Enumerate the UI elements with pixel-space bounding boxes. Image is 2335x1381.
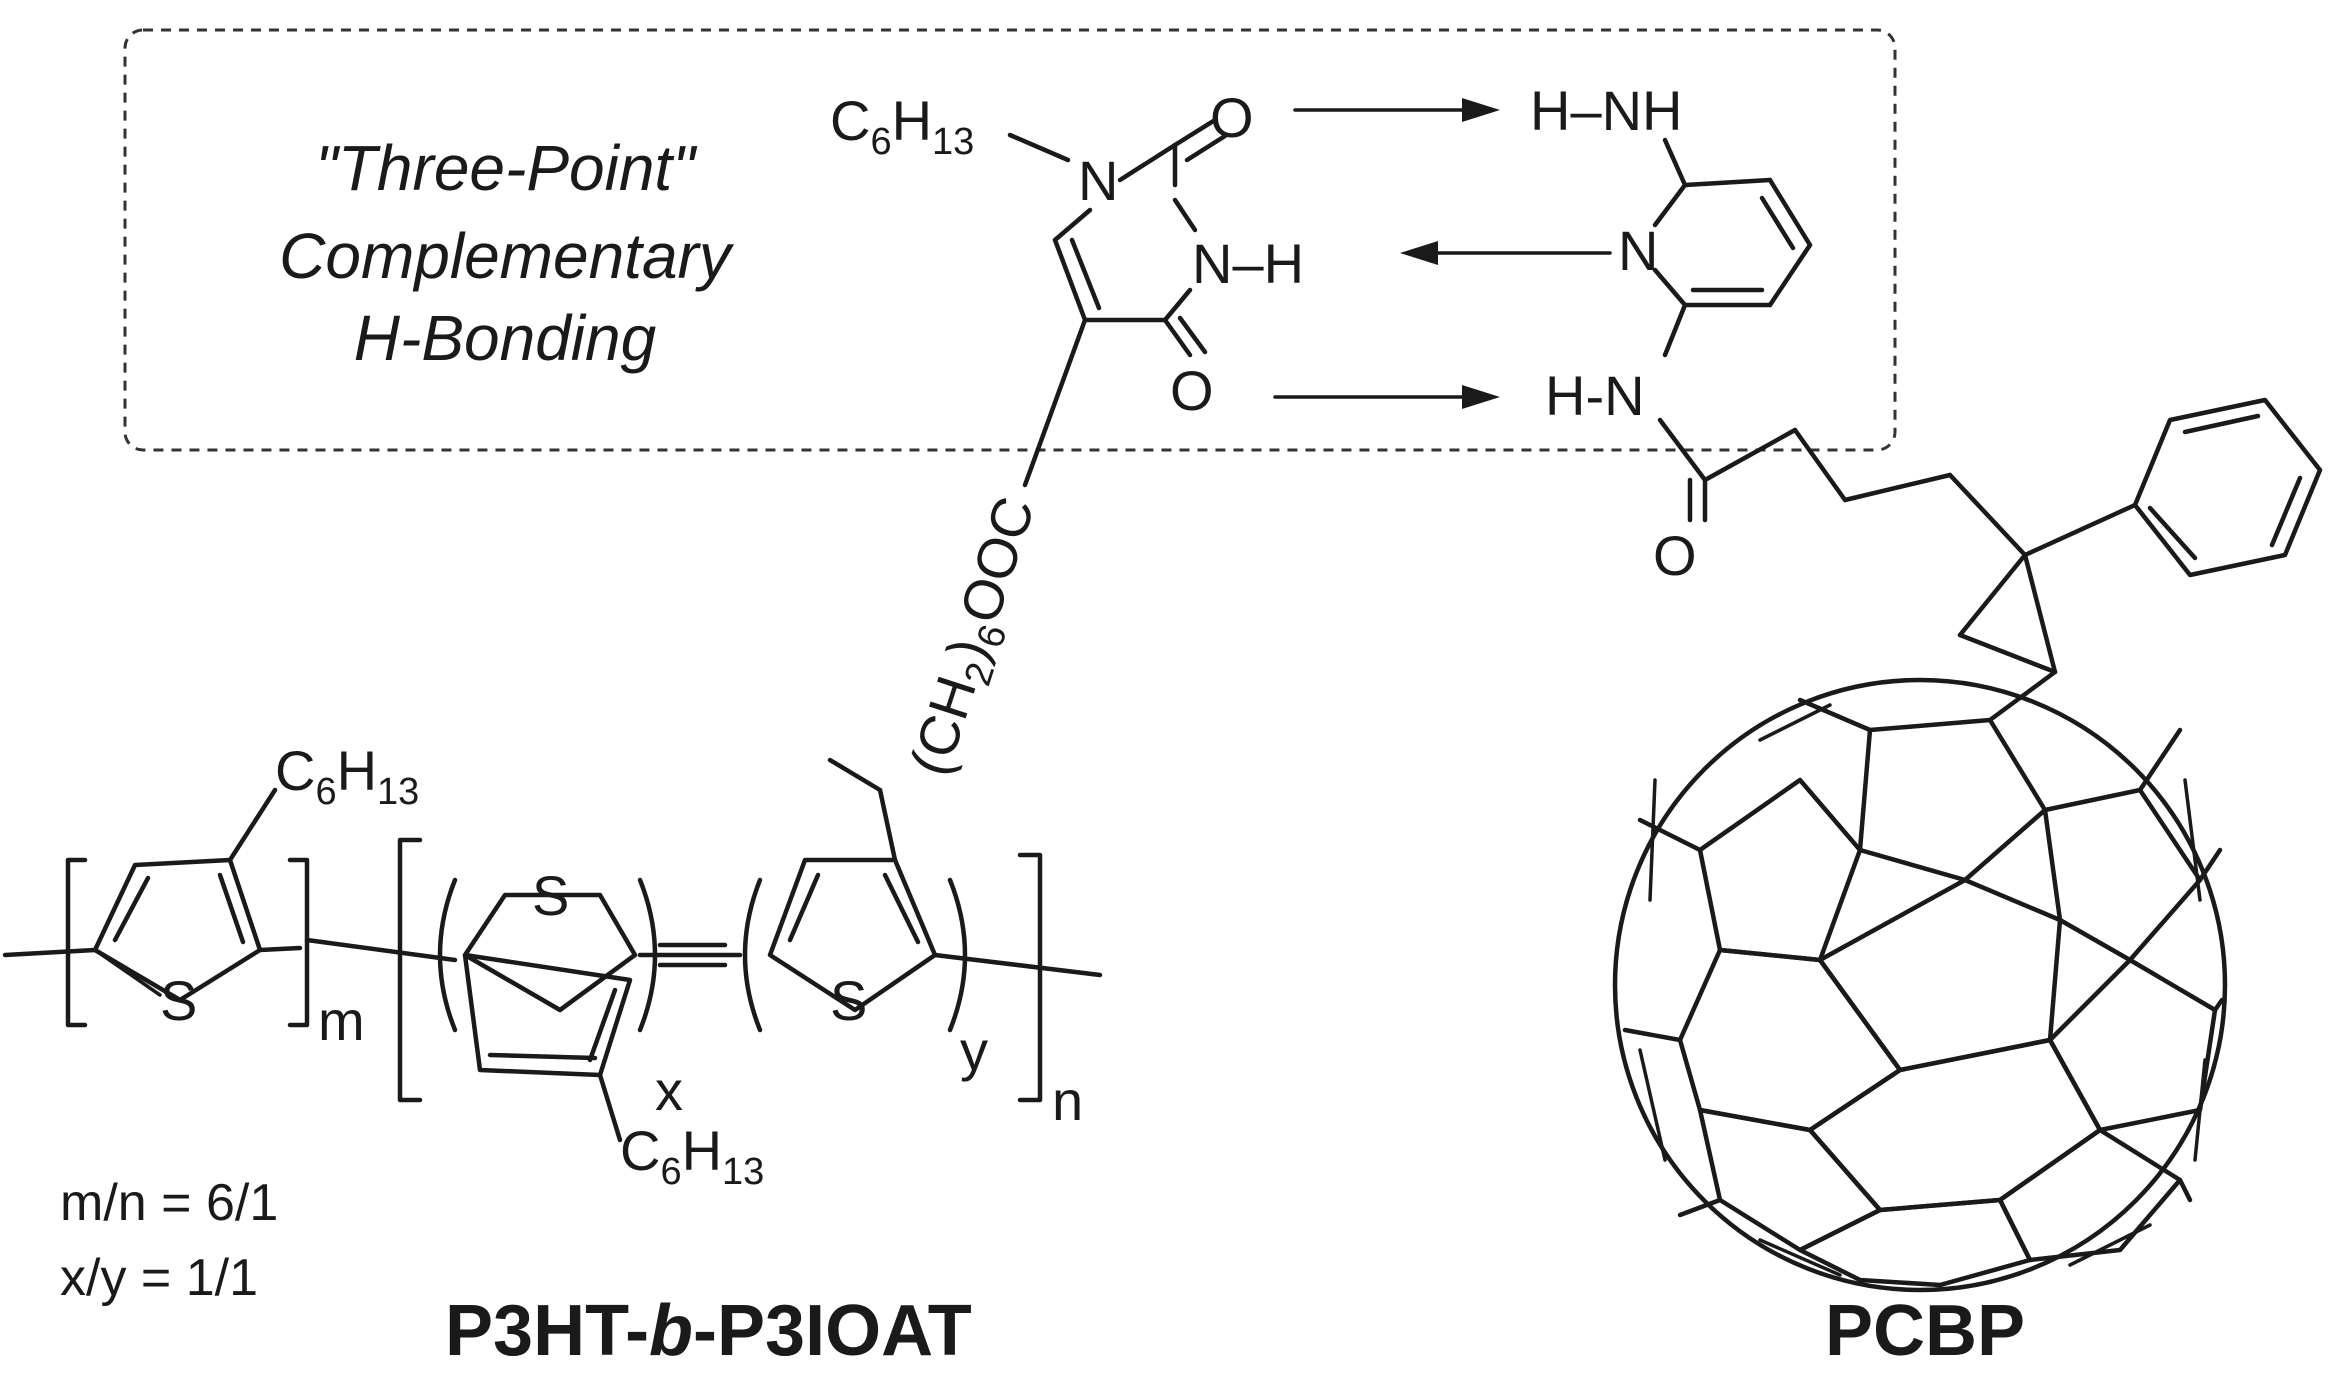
uracil-linker-label: (CH2)6OOC bbox=[897, 489, 1054, 785]
uracil-nh-label: N–H bbox=[1192, 232, 1304, 295]
uracil-o4-label: O bbox=[1170, 359, 1214, 422]
polymer-name-label: P3HT-b-P3IOAT bbox=[445, 1291, 972, 1371]
caption-line-3: H-Bonding bbox=[354, 302, 657, 374]
hexyl-top-label: C6H13 bbox=[275, 739, 419, 813]
subscript-y: y bbox=[960, 1019, 988, 1082]
fullerene-cage bbox=[1612, 669, 2228, 1293]
hbond-arrows bbox=[1273, 98, 1612, 409]
caption-line-1: "Three-Point" bbox=[315, 132, 698, 204]
pcbp-molecule: PCBP bbox=[1612, 397, 2323, 1371]
hbonding-caption: "Three-Point" Complementary H-Bonding bbox=[279, 132, 735, 374]
pcbp-name-label: PCBP bbox=[1825, 1291, 2025, 1371]
subscript-m: m bbox=[318, 989, 365, 1052]
polymer-structure: S C6H13 m S C6H13 x S bbox=[2, 739, 1103, 1371]
thiophene-3-s: S bbox=[830, 969, 867, 1032]
ratio-m-n: m/n = 6/1 bbox=[60, 1174, 278, 1232]
pyridine-hn-label: H-N bbox=[1545, 364, 1645, 427]
pyridine-unit: H–NH N H-N O bbox=[1530, 79, 2028, 587]
thiophene-1-s: S bbox=[160, 969, 197, 1032]
uracil-n1-label: N bbox=[1078, 149, 1118, 212]
hbonding-dashed-box bbox=[123, 28, 1897, 452]
uracil-o2-label: O bbox=[1210, 86, 1254, 149]
pyridine-hnh-label: H–NH bbox=[1530, 79, 1682, 142]
thiophene-2-s: S bbox=[532, 864, 569, 927]
caption-line-2: Complementary bbox=[279, 220, 735, 292]
subscript-x: x bbox=[655, 1059, 683, 1122]
uracil-unit: C6H13 N O N–H O (CH2)6OOC bbox=[830, 86, 1304, 785]
ratio-x-y: x/y = 1/1 bbox=[60, 1249, 258, 1307]
pyridine-n-label: N bbox=[1618, 219, 1658, 282]
subscript-n: n bbox=[1052, 1069, 1083, 1132]
uracil-hexyl-label: C6H13 bbox=[830, 89, 974, 163]
hexyl-bottom-label: C6H13 bbox=[620, 1119, 764, 1193]
amide-o-label: O bbox=[1653, 524, 1697, 587]
